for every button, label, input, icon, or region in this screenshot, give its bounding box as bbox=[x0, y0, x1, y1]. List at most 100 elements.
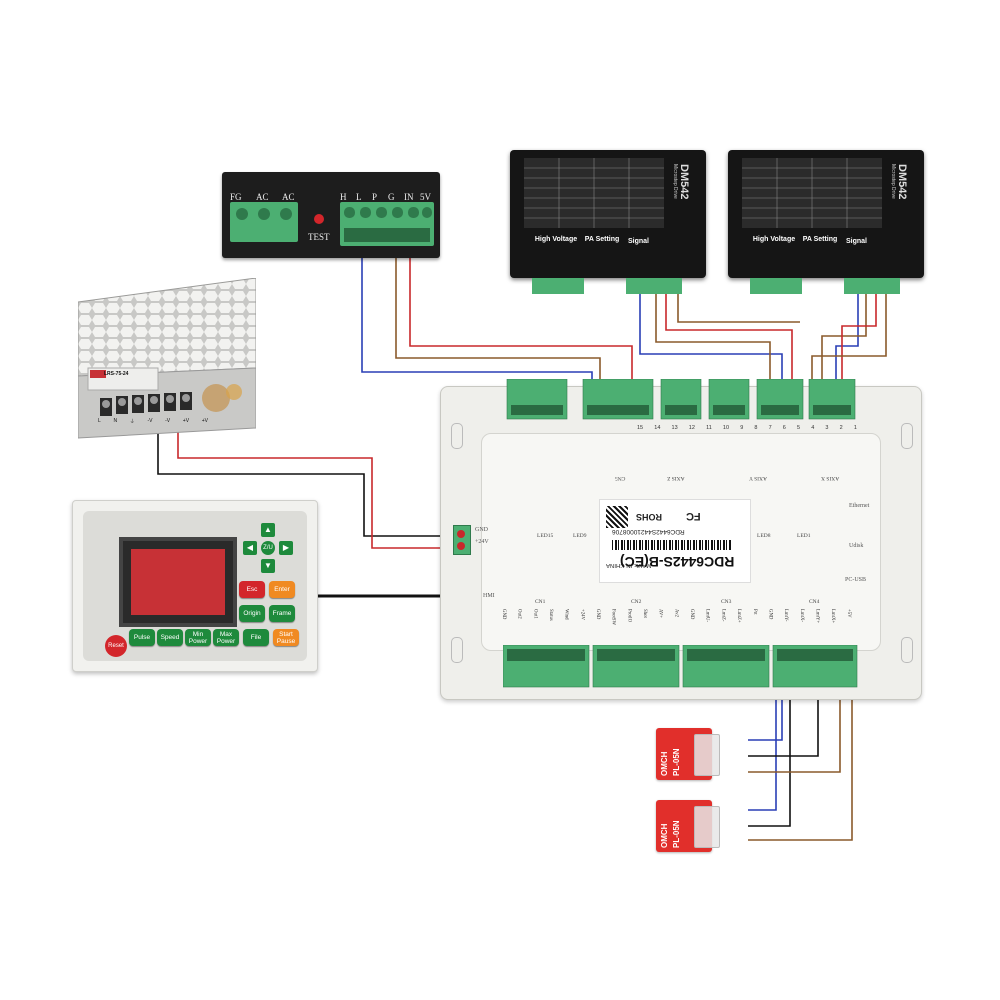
wire-drv1-brown bbox=[655, 290, 771, 400]
hmi-port-label: HMI bbox=[483, 593, 495, 599]
wire-sw-blue-b bbox=[748, 680, 783, 741]
psu-terminal-label: +V bbox=[182, 418, 190, 424]
qr-code-icon bbox=[606, 506, 628, 528]
speed-button[interactable]: Speed bbox=[157, 629, 183, 646]
switch-model: PL-05N bbox=[672, 820, 681, 848]
pin-label: LmtZ- bbox=[720, 609, 726, 622]
pin-label: LmtY+ bbox=[814, 609, 820, 624]
driver-brand: Microstep Drive bbox=[890, 164, 896, 199]
psu-model-label: LRS-75-24 bbox=[104, 371, 129, 377]
driver-section-label: High Voltage bbox=[534, 236, 578, 243]
led-label: LED1 bbox=[797, 533, 811, 539]
lcd-display bbox=[119, 537, 237, 627]
barcode-icon bbox=[612, 540, 732, 550]
origin-button[interactable]: Origin bbox=[239, 605, 265, 622]
mount-hole bbox=[451, 423, 463, 449]
pin-number: 3 bbox=[825, 425, 829, 431]
max-power-button[interactable]: Max Power bbox=[213, 629, 239, 646]
psu-terminal-label: -V bbox=[165, 418, 171, 424]
wire-drv2-red bbox=[841, 290, 877, 400]
down-arrow-icon[interactable]: ▼ bbox=[261, 559, 275, 573]
driver-section-label: PA Setting bbox=[802, 236, 838, 243]
lps-terminal-label: H bbox=[340, 192, 347, 202]
pin-number: 14 bbox=[654, 425, 661, 431]
enter-button[interactable]: Enter bbox=[269, 581, 295, 598]
pin-number: 15 bbox=[637, 425, 644, 431]
wire-drv2-brown2 bbox=[811, 290, 887, 400]
psu-terminal-label: +V bbox=[201, 418, 208, 424]
ethernet-port-label: Ethernet bbox=[849, 503, 870, 509]
file-button[interactable]: File bbox=[243, 629, 269, 646]
reset-button[interactable]: Reset bbox=[105, 635, 127, 657]
limit-switch-1: OMCH PL-05N bbox=[656, 728, 720, 780]
pin-number: 8 bbox=[754, 425, 758, 431]
wire-drv1-brown2 bbox=[677, 290, 800, 323]
driver-brand: Microstep Drive bbox=[672, 164, 678, 199]
min-power-button[interactable]: Min Power bbox=[185, 629, 211, 646]
controller-board: CN5 AXIS Z AXIS Y AXIS X 15 14 13 12 11 … bbox=[440, 379, 922, 700]
pin-label: GND bbox=[501, 609, 506, 620]
right-arrow-icon[interactable]: ▶ bbox=[279, 541, 293, 555]
lps-terminal-label: AC bbox=[256, 192, 269, 202]
switch-model: PL-05N bbox=[672, 748, 681, 776]
pin-number: 4 bbox=[811, 425, 815, 431]
driver-section-label: Signal bbox=[628, 238, 650, 245]
driver-power-terminal bbox=[750, 278, 802, 294]
wire-drv2-blue bbox=[835, 290, 859, 400]
pulse-button[interactable]: Pulse bbox=[129, 629, 155, 646]
pin-number: 6 bbox=[782, 425, 786, 431]
frame-button[interactable]: Frame bbox=[269, 605, 295, 622]
lps-terminal-label: P bbox=[372, 192, 378, 202]
bottom-pin-labels: GND Out2 Out1 Status Wind +24V GND FootS… bbox=[501, 609, 851, 625]
start-pause-button[interactable]: Start Pause bbox=[273, 629, 299, 646]
test-label: TEST bbox=[308, 232, 330, 242]
wire-drv1-blue bbox=[639, 290, 783, 400]
pin-label: Prt bbox=[751, 609, 757, 615]
up-arrow-icon[interactable]: ▲ bbox=[261, 523, 275, 537]
switch-cap bbox=[694, 806, 720, 848]
pin-label: +5V bbox=[845, 609, 851, 618]
wire-psu-black bbox=[157, 425, 454, 537]
mount-hole bbox=[901, 637, 913, 663]
mount-hole bbox=[451, 637, 463, 663]
driver-power-terminal bbox=[532, 278, 584, 294]
driver-spec-table bbox=[742, 158, 882, 228]
hmi-panel: ▲ ◀ Z/U ▶ ▼ Esc Enter Origin Frame Max P… bbox=[72, 500, 318, 672]
switch-brand: OMCH bbox=[660, 823, 669, 848]
pin-label: Status bbox=[548, 609, 554, 621]
serial-number: RDC6442S44210008706 bbox=[612, 528, 685, 535]
switch-cap bbox=[694, 734, 720, 776]
power-connector bbox=[453, 525, 471, 555]
lps-terminal-label: IN bbox=[404, 192, 414, 202]
pin-label: LmtX- bbox=[798, 609, 804, 623]
top-group-label: AXIS X bbox=[821, 475, 840, 481]
psu-terminal-label: L bbox=[98, 418, 101, 424]
pin-label: ProtIO bbox=[626, 609, 632, 623]
led-label: LED9 bbox=[573, 533, 587, 539]
lps-signal-terminal-block bbox=[340, 202, 434, 246]
stepper-driver-1: DM542 Microstep Drive High Voltage PA Se… bbox=[510, 150, 706, 294]
pin-number: 12 bbox=[688, 425, 695, 431]
lps-terminal-label: L bbox=[356, 192, 362, 202]
bottom-group-label: CN2 bbox=[631, 599, 642, 605]
fcc-mark: FC bbox=[686, 510, 701, 522]
driver-section-label: PA Setting bbox=[584, 236, 620, 243]
esc-button[interactable]: Esc bbox=[239, 581, 265, 598]
rohs-mark: ROHS bbox=[636, 512, 663, 522]
center-button[interactable]: Z/U bbox=[261, 541, 275, 555]
left-arrow-icon[interactable]: ◀ bbox=[243, 541, 257, 555]
wire-psu-red bbox=[177, 425, 454, 549]
switch-brand: OMCH bbox=[660, 751, 669, 776]
pin-number: 13 bbox=[671, 425, 678, 431]
lps-terminal-label: FG bbox=[230, 192, 242, 202]
wire-sw-brown-a bbox=[748, 680, 853, 841]
bottom-group-label: CN3 bbox=[721, 599, 732, 605]
wire-drv2-brown bbox=[821, 290, 867, 400]
test-button[interactable] bbox=[314, 214, 324, 224]
driver-signal-terminal bbox=[626, 278, 682, 294]
made-in-label: MADE IN CHINA bbox=[606, 562, 652, 568]
top-pin-numbers: 15 14 13 12 11 10 9 8 7 6 5 4 3 2 1 bbox=[637, 425, 857, 431]
pin-number: 10 bbox=[722, 425, 730, 431]
pin-label: Av2 bbox=[673, 609, 679, 617]
wire-drv1-red bbox=[665, 290, 793, 400]
